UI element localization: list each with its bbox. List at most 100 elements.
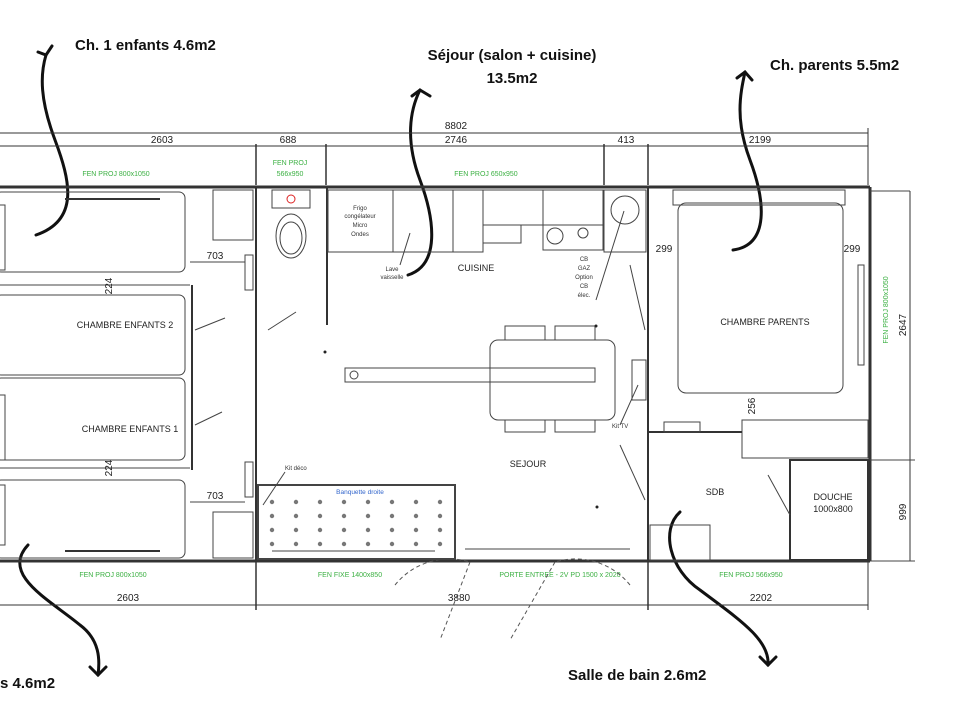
label-lave-1: Lave bbox=[385, 267, 399, 273]
label-banquette: Banquette droite bbox=[336, 489, 384, 496]
dim-corridor-2: 703 bbox=[207, 491, 224, 502]
window-label-top-1: FEN PROJ 800x1050 bbox=[82, 171, 149, 178]
window-label-bottom-2: FEN FIXE 1400x850 bbox=[318, 572, 382, 579]
cushion-dot bbox=[389, 527, 395, 533]
outer-walls: 2647 999 bbox=[0, 185, 915, 563]
dim-gap-2: 224 bbox=[104, 459, 115, 476]
cushion-dot bbox=[317, 513, 323, 519]
dim-corridor-1: 703 bbox=[207, 251, 224, 262]
room-sejour: SEJOUR bbox=[510, 459, 547, 469]
window-label-bottom-3: PORTE ENTREE - 2V PD 1500 x 2020 bbox=[499, 572, 620, 579]
cushion-dot bbox=[317, 541, 323, 547]
arrow-ch2 bbox=[18, 543, 101, 677]
annotation-ch-parents: Ch. parents 5.5m2 bbox=[770, 57, 899, 74]
cushion-dot bbox=[293, 541, 299, 547]
cushion-dot bbox=[413, 527, 419, 533]
label-frigo-4: Ondes bbox=[351, 232, 369, 238]
arrow-parents bbox=[731, 70, 763, 252]
wc bbox=[255, 187, 328, 560]
cushion-dot bbox=[389, 499, 395, 505]
label-cb-5: élec. bbox=[578, 293, 591, 299]
dim-right-sdb: 999 bbox=[898, 503, 909, 520]
dim-bed-gap: 256 bbox=[747, 397, 758, 414]
room-chambre-parents: CHAMBRE PARENTS bbox=[720, 317, 809, 327]
cushion-dot bbox=[389, 541, 395, 547]
cushion-dot bbox=[341, 527, 347, 533]
cushion-dot bbox=[341, 541, 347, 547]
arrow-sdb bbox=[668, 510, 770, 667]
dim-top-3: 2746 bbox=[445, 135, 468, 146]
dim-gap-1: 224 bbox=[104, 277, 115, 294]
room-douche: DOUCHE bbox=[813, 492, 852, 502]
label-frigo-3: Micro bbox=[353, 223, 368, 229]
label-frigo-1: Frigo bbox=[353, 206, 367, 212]
cushion-dot bbox=[437, 513, 443, 519]
cushion-dot bbox=[365, 541, 371, 547]
bottom-dimensions: 2603 3880 2202 bbox=[0, 561, 869, 610]
dim-bottom-3: 2202 bbox=[750, 593, 773, 604]
cushion-dot bbox=[293, 527, 299, 533]
label-kit-tv: Kit TV bbox=[612, 424, 628, 430]
sejour: Kit TV SEJOUR bbox=[323, 187, 649, 560]
label-kit-deco: Kit déco bbox=[285, 466, 307, 472]
window-label-top-2b: 566x950 bbox=[277, 171, 304, 178]
label-cb-2: GAZ bbox=[578, 266, 591, 272]
dim-bottom-2: 3880 bbox=[448, 593, 471, 604]
window-label-top-3: FEN PROJ 650x950 bbox=[454, 171, 518, 178]
dim-top-2: 688 bbox=[280, 135, 297, 146]
dim-top-1: 2603 bbox=[151, 135, 174, 146]
children-rooms: 703 703 224 224 CHAMBRE ENFANTS 2 CHAMBR… bbox=[0, 189, 254, 559]
label-cb-4: CB bbox=[580, 284, 588, 290]
cushion-dot bbox=[269, 541, 275, 547]
cushion-dot bbox=[269, 527, 275, 533]
cushion-dot bbox=[413, 499, 419, 505]
dim-bed-side-right: 299 bbox=[844, 244, 861, 255]
cushion-dot bbox=[293, 513, 299, 519]
cushion-dot bbox=[269, 499, 275, 505]
label-cb-1: CB bbox=[580, 257, 588, 263]
cushion-dot bbox=[341, 513, 347, 519]
flush-icon bbox=[286, 194, 296, 204]
annotation-arrows bbox=[18, 44, 778, 678]
cushion-dot bbox=[365, 513, 371, 519]
cushion-dot bbox=[413, 541, 419, 547]
parents-room: CHAMBRE PARENTS 299 299 256 bbox=[656, 189, 869, 459]
annotation-salle-de-bain: Salle de bain 2.6m2 bbox=[568, 667, 706, 684]
cushion-dot bbox=[317, 527, 323, 533]
cushion-dot bbox=[269, 513, 275, 519]
dim-bottom-1: 2603 bbox=[117, 593, 140, 604]
arrow-sejour bbox=[406, 88, 434, 277]
banquette: Banquette droite Kit déco bbox=[257, 466, 456, 560]
annotation-sejour-area: 13.5m2 bbox=[487, 70, 538, 87]
label-lave-2: vaisselle bbox=[380, 275, 404, 281]
cushion-dot bbox=[341, 499, 347, 505]
room-chambre-enfants-2: CHAMBRE ENFANTS 2 bbox=[77, 320, 174, 330]
cushion-dot bbox=[365, 499, 371, 505]
annotation-ch1-enfants: Ch. 1 enfants 4.6m2 bbox=[75, 37, 216, 54]
arrow-ch1 bbox=[34, 53, 70, 237]
room-sdb: SDB bbox=[706, 487, 725, 497]
top-dimensions: 8802 2603 688 2746 413 2199 bbox=[0, 121, 869, 185]
banquette-cushion-dots bbox=[269, 499, 443, 547]
label-frigo-2: congélateur bbox=[344, 214, 375, 220]
room-cuisine: CUISINE bbox=[458, 263, 495, 273]
kitchen: Frigo congélateur Micro Ondes Lave vaiss… bbox=[327, 189, 647, 301]
label-cb-3: Option bbox=[575, 275, 593, 281]
cushion-dot bbox=[413, 513, 419, 519]
annotation-ch2-enfants: s 4.6m2 bbox=[0, 675, 55, 692]
cushion-dot bbox=[437, 527, 443, 533]
window-label-top-2: FEN PROJ bbox=[273, 160, 308, 167]
window-label-bottom-1: FEN PROJ 800x1050 bbox=[79, 572, 146, 579]
dim-total: 8802 bbox=[445, 121, 468, 132]
cushion-dot bbox=[437, 541, 443, 547]
dim-bed-side-left: 299 bbox=[656, 244, 673, 255]
window-label-bottom-4: FEN PROJ 566x950 bbox=[719, 572, 783, 579]
room-chambre-enfants-1: CHAMBRE ENFANTS 1 bbox=[82, 424, 179, 434]
dim-top-5: 2199 bbox=[749, 135, 772, 146]
entry-door bbox=[394, 548, 631, 641]
room-douche-size: 1000x800 bbox=[813, 504, 853, 514]
annotation-sejour: Séjour (salon + cuisine) bbox=[428, 47, 597, 64]
dim-right-height: 2647 bbox=[898, 313, 909, 336]
cushion-dot bbox=[317, 499, 323, 505]
